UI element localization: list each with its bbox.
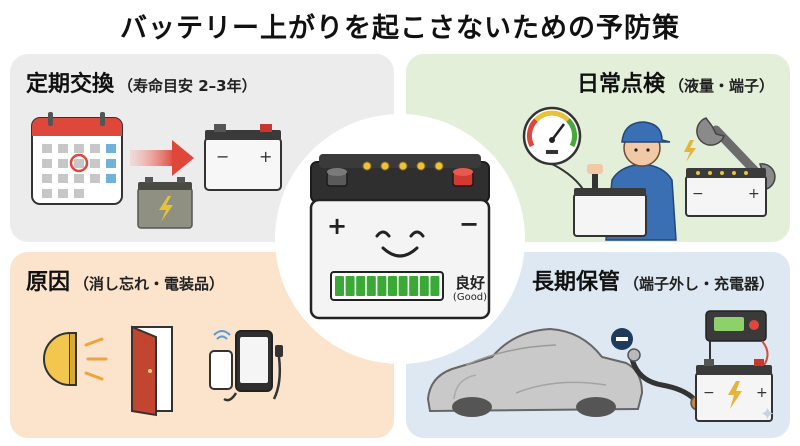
battery-charger-icon	[705, 310, 769, 366]
panel-heading: 長期保管	[531, 270, 620, 295]
battery-status-label: 良好	[454, 274, 485, 292]
panel-heading: 原因	[26, 270, 71, 295]
charge-cell	[398, 276, 408, 296]
charge-cell	[377, 276, 387, 296]
charge-meter	[335, 276, 440, 296]
sparkle-icon: ✦	[760, 404, 776, 425]
svg-text:+: +	[259, 147, 272, 166]
battery-icon: − +	[204, 124, 282, 191]
page-title: バッテリー上がりを起こさないための予防策	[120, 13, 680, 44]
panel-long-term-storage: 長期保管（端子外し・充電器）	[406, 252, 790, 438]
headlight-icon	[43, 331, 108, 387]
panel-subheading: （消し忘れ・電装品）	[74, 275, 225, 293]
battery-icon	[137, 177, 193, 229]
open-door-icon	[131, 325, 173, 417]
phone-charger-icon	[209, 330, 283, 402]
svg-text:−: −	[216, 147, 229, 166]
battery-icon	[573, 188, 647, 237]
charge-cell	[345, 276, 355, 296]
charge-cell	[430, 276, 440, 296]
disconnected-terminal-icon	[611, 328, 706, 411]
svg-text:−: −	[692, 186, 704, 202]
svg-text:−: −	[459, 210, 479, 238]
panel-heading: 日常点検	[576, 72, 665, 97]
panel-subheading: （端子外し・充電器）	[623, 275, 774, 293]
smiling-battery-icon: + −	[309, 154, 491, 320]
panel-illustration: − +	[31, 112, 282, 229]
charge-cell	[419, 276, 429, 296]
svg-text:+: +	[756, 385, 768, 401]
panel-heading: 定期交換	[26, 72, 115, 97]
battery-status-label-en: (Good)	[452, 292, 488, 303]
panel-title: 原因（消し忘れ・電装品）	[26, 264, 224, 296]
charge-cell	[356, 276, 366, 296]
svg-text:+: +	[748, 186, 760, 202]
panel-title: 日常点検（液量・端子）	[577, 66, 774, 98]
battery-icon: − +	[685, 168, 767, 217]
panel-subheading: （液量・端子）	[668, 77, 774, 95]
gauge-icon	[522, 106, 587, 195]
charge-cell	[335, 276, 344, 296]
charge-cell	[388, 276, 397, 296]
panel-title: 定期交換（寿命目安 2–3年）	[26, 66, 257, 98]
covered-car-icon	[426, 327, 644, 417]
panel-illustration: − +	[522, 106, 776, 241]
panel-illustration: − +	[426, 310, 773, 422]
panel-title: 長期保管（端子外し・充電器）	[532, 264, 774, 296]
battery-icon: − +	[695, 359, 773, 422]
arrow-right-icon	[130, 140, 194, 176]
charge-cell	[366, 276, 376, 296]
panel-illustration	[43, 325, 283, 417]
svg-text:+: +	[327, 212, 347, 240]
svg-text:−: −	[703, 385, 715, 401]
charge-cell	[409, 276, 419, 296]
calendar-icon	[31, 112, 123, 205]
panel-subheading: （寿命目安 2–3年）	[118, 77, 257, 95]
